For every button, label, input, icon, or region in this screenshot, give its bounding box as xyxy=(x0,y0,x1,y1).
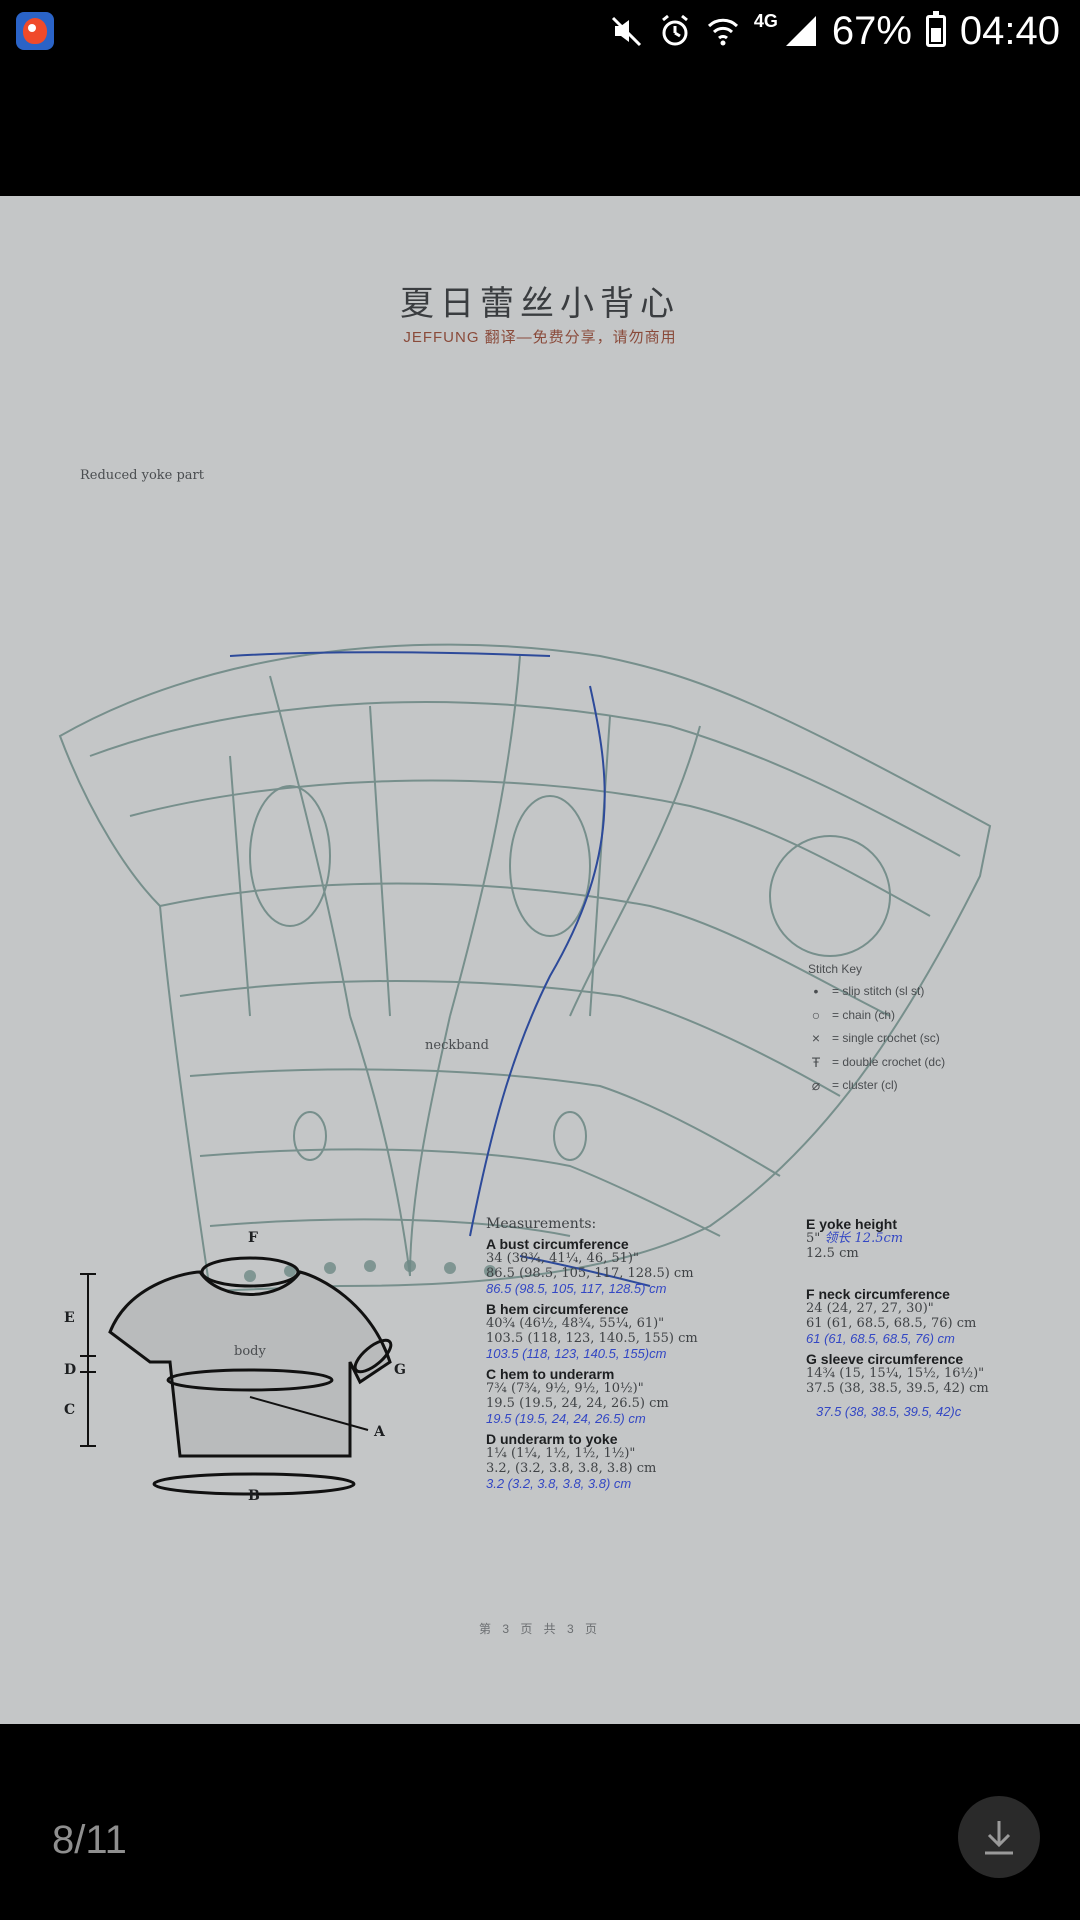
stitch-key-item: ○= chain (ch) xyxy=(811,1006,896,1023)
diagram-label-e: E xyxy=(64,1310,75,1326)
stitch-key-item: ×= single crochet (sc) xyxy=(811,1030,940,1046)
page-indicator: 8/11 xyxy=(52,1818,127,1862)
wifi-icon xyxy=(706,14,740,48)
measurement-a: A bust circumference 34 (38¾, 41¼, 46, 5… xyxy=(486,1236,694,1297)
diagram-label-c: C xyxy=(64,1402,76,1418)
diagram-label-b: B xyxy=(248,1488,260,1504)
battery-icon xyxy=(925,11,946,47)
measurement-c: C hem to underarm 7¾ (7¾, 9½, 9½, 10½)" … xyxy=(486,1365,669,1426)
document-page[interactable]: 夏日蕾丝小背心 JEFFUNG 翻译—免费分享，请勿商用 Reduced yok… xyxy=(0,196,1080,1724)
neckband-label: neckband xyxy=(425,1038,489,1053)
battery-percentage: 67% xyxy=(831,8,912,53)
chart-title: Reduced yoke part xyxy=(80,468,204,483)
status-bar: 4G 67% 04:40 xyxy=(0,0,1080,62)
crochet-chart xyxy=(58,643,992,1293)
stitch-key-item: Ŧ= double crochet (dc) xyxy=(811,1053,946,1070)
document-subtitle: JEFFUNG 翻译—免费分享，请勿商用 xyxy=(403,329,677,346)
measurement-f: F neck circumference 24 (24, 27, 27, 30)… xyxy=(806,1285,977,1346)
measurements-title: Measurements: xyxy=(486,1216,597,1232)
app-icon xyxy=(16,12,54,50)
measurements-right: E yoke height 5" 领长 12.5cm 12.5 cm F nec… xyxy=(806,1216,1036,1420)
alarm-icon xyxy=(658,14,692,48)
diagram-label-f: F xyxy=(248,1230,258,1246)
diagram-label-a: A xyxy=(374,1424,385,1440)
status-icons: 4G 67% 04:40 xyxy=(610,8,1060,54)
signal-icon xyxy=(784,14,818,48)
diagram-label-d: D xyxy=(64,1362,77,1378)
stitch-key-title: Stitch Key xyxy=(808,962,863,976)
document-title: 夏日蕾丝小背心 xyxy=(400,284,680,324)
measurement-b: B hem circumference 40¾ (46½, 48¾, 55¼, … xyxy=(486,1301,698,1361)
network-label: 4G xyxy=(753,10,778,31)
diagram-label-body: body xyxy=(234,1344,266,1359)
measurement-d: D underarm to yoke 1¼ (1¼, 1½, 1½, 1½)" … xyxy=(486,1430,657,1491)
stitch-key: Stitch Key •= slip stitch (sl st) ○= cha… xyxy=(808,962,1018,1101)
download-button[interactable] xyxy=(958,1796,1040,1878)
document-page-footer: 第 3 页 共 3 页 xyxy=(478,1622,602,1636)
stitch-key-item: ⌀= cluster (cl) xyxy=(811,1077,898,1093)
garment-diagram xyxy=(80,1256,393,1496)
measurement-g: G sleeve circumference 14¾ (15, 15¼, 15½… xyxy=(806,1350,989,1419)
stitch-key-item: •= slip stitch (sl st) xyxy=(813,983,925,999)
diagram-label-g: G xyxy=(394,1362,406,1378)
mute-icon xyxy=(610,14,644,48)
clock: 04:40 xyxy=(959,8,1060,53)
measurements-left: Measurements: A bust circumference 34 (3… xyxy=(486,1216,786,1492)
download-icon xyxy=(985,1821,1013,1855)
measurement-e: E yoke height 5" 领长 12.5cm 12.5 cm xyxy=(806,1216,904,1262)
